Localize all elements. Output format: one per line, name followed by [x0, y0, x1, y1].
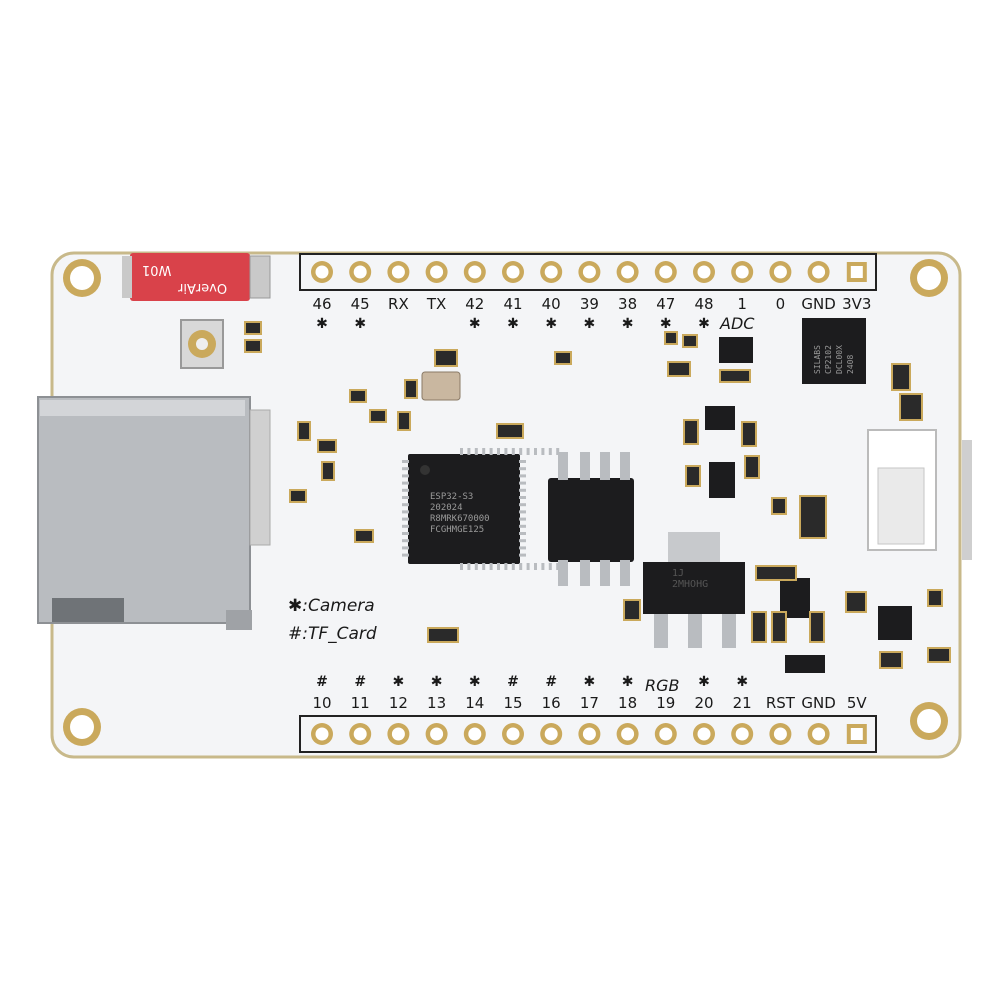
top-pin-label-13: GND	[801, 295, 836, 313]
mounting-hole-tl-icon	[63, 259, 101, 297]
bottom-pin-mark-5: #	[507, 674, 519, 690]
bottom-pin-label-6: 16	[541, 694, 561, 712]
flash-chip	[548, 478, 634, 562]
bottom-pin-mark-7: ✱	[583, 674, 596, 690]
bottom-pin-mark-6: #	[545, 674, 558, 690]
top-pin-label-3: TX	[426, 295, 447, 313]
antenna-brand: OverAir	[178, 280, 228, 295]
mounting-hole-tr-icon	[910, 259, 948, 297]
bottom-pin-label-14: 5V	[846, 694, 867, 712]
legend-camera: ✱:Camera	[288, 596, 375, 616]
top-pin-label-7: 39	[579, 295, 599, 313]
bottom-pin-mark-1: #	[354, 674, 367, 690]
top-pin-mark-8: ✱	[621, 316, 634, 332]
bottom-pin-label-2: 12	[388, 694, 408, 712]
top-pin-label-4: 42	[465, 295, 485, 313]
top-pin-label-0: 46	[312, 295, 332, 313]
antenna-label: W01	[142, 262, 172, 277]
bottom-pin-label-5: 15	[503, 694, 523, 712]
adc-label: ADC	[720, 314, 755, 333]
bottom-pin-label-8: 18	[618, 694, 638, 712]
top-pin-mark-0: ✱	[316, 316, 328, 332]
top-pin-mark-10: ✱	[698, 316, 710, 332]
top-pin-mark-6: ✱	[545, 316, 558, 332]
bottom-pin-label-12: RST	[765, 694, 795, 712]
top-pin-mark-4: ✱	[468, 316, 481, 332]
mcu-chip	[408, 454, 520, 564]
top-pin-mark-7: ✱	[583, 316, 596, 332]
usb-bridge-chip	[802, 318, 866, 384]
bottom-pin-mark-3: ✱	[430, 674, 443, 690]
top-pin-label-5: 41	[503, 295, 523, 313]
bottom-pin-label-7: 17	[579, 694, 599, 712]
top-pin-mark-5: ✱	[507, 316, 519, 332]
bottom-pin-label-11: 21	[732, 694, 752, 712]
legend-tf-card: #:TF_Card	[288, 624, 377, 644]
bottom-pin-mark-4: ✱	[468, 674, 481, 690]
top-pin-label-14: 3V3	[842, 295, 872, 313]
top-pin-label-12: 0	[775, 295, 786, 313]
bottom-pin-label-13: GND	[801, 694, 836, 712]
top-pin-label-1: 45	[350, 295, 370, 313]
bottom-pin-mark-2: ✱	[392, 674, 405, 690]
battery-connector	[867, 429, 972, 560]
bottom-pin-mark-0: #	[316, 674, 328, 690]
bottom-pin-mark-8: ✱	[621, 674, 634, 690]
top-pin-mark-1: ✱	[354, 316, 367, 332]
mounting-hole-br-icon	[910, 702, 948, 740]
top-pin-label-9: 47	[656, 295, 676, 313]
bottom-pin-label-10: 20	[694, 694, 714, 712]
top-pin-mark-9: ✱	[659, 316, 672, 332]
bottom-pin-label-3: 13	[427, 694, 447, 712]
bottom-pin-label-1: 11	[350, 694, 370, 712]
bottom-pin-mark-11: ✱	[736, 674, 749, 690]
bottom-header-outline	[299, 715, 877, 753]
top-header-outline	[299, 253, 877, 291]
top-pin-label-11: 1	[737, 295, 747, 313]
top-pin-label-2: RX	[388, 295, 409, 313]
top-pin-label-8: 38	[618, 295, 638, 313]
bottom-pin-label-4: 14	[465, 694, 485, 712]
regulator-chip	[643, 562, 745, 614]
rgb-label: RGB	[645, 676, 680, 695]
sd-card-slot	[37, 396, 271, 630]
bottom-pin-label-9: 19	[656, 694, 676, 712]
top-pin-label-6: 40	[541, 295, 561, 313]
antenna-chip	[130, 253, 250, 301]
top-pin-label-10: 48	[694, 295, 714, 313]
mounting-hole-bl-icon	[63, 708, 101, 746]
bottom-pin-mark-10: ✱	[698, 674, 710, 690]
bottom-pin-label-0: 10	[312, 694, 332, 712]
